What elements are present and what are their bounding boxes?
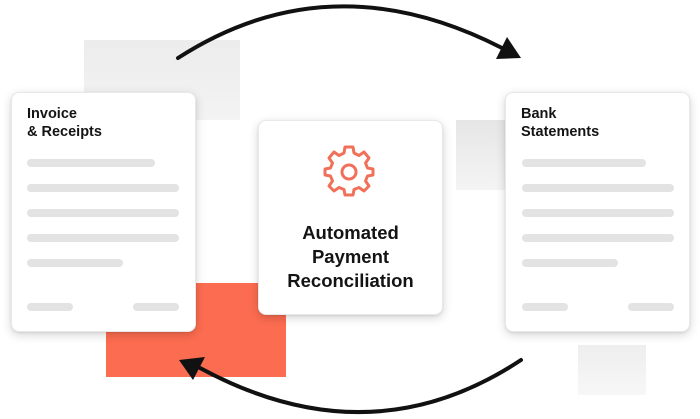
invoice-receipts-card: Invoice & Receipts bbox=[11, 92, 196, 332]
top-arrow-head bbox=[496, 37, 521, 59]
bank-statements-card: Bank Statements bbox=[505, 92, 690, 332]
placeholder-footer-right bbox=[133, 303, 179, 311]
placeholder-line bbox=[27, 234, 179, 242]
placeholder-footer-right bbox=[628, 303, 674, 311]
reconciliation-title: Automated Payment Reconciliation bbox=[287, 222, 414, 291]
placeholder-line bbox=[27, 209, 179, 217]
placeholder-line bbox=[27, 159, 155, 167]
placeholder-line bbox=[522, 259, 618, 267]
bank-card-title: Bank Statements bbox=[521, 106, 600, 140]
gear-icon bbox=[323, 145, 375, 197]
placeholder-line bbox=[522, 159, 646, 167]
placeholder-line bbox=[27, 184, 179, 192]
placeholder-line bbox=[522, 209, 674, 217]
decorative-gray-block bbox=[456, 120, 506, 190]
decorative-gray-block bbox=[578, 345, 646, 395]
placeholder-line bbox=[522, 234, 674, 242]
placeholder-line bbox=[27, 259, 123, 267]
placeholder-footer-left bbox=[27, 303, 73, 311]
invoice-card-title: Invoice & Receipts bbox=[27, 106, 102, 140]
placeholder-line bbox=[522, 184, 674, 192]
reconciliation-card: Automated Payment Reconciliation bbox=[258, 120, 443, 315]
placeholder-footer-left bbox=[522, 303, 568, 311]
